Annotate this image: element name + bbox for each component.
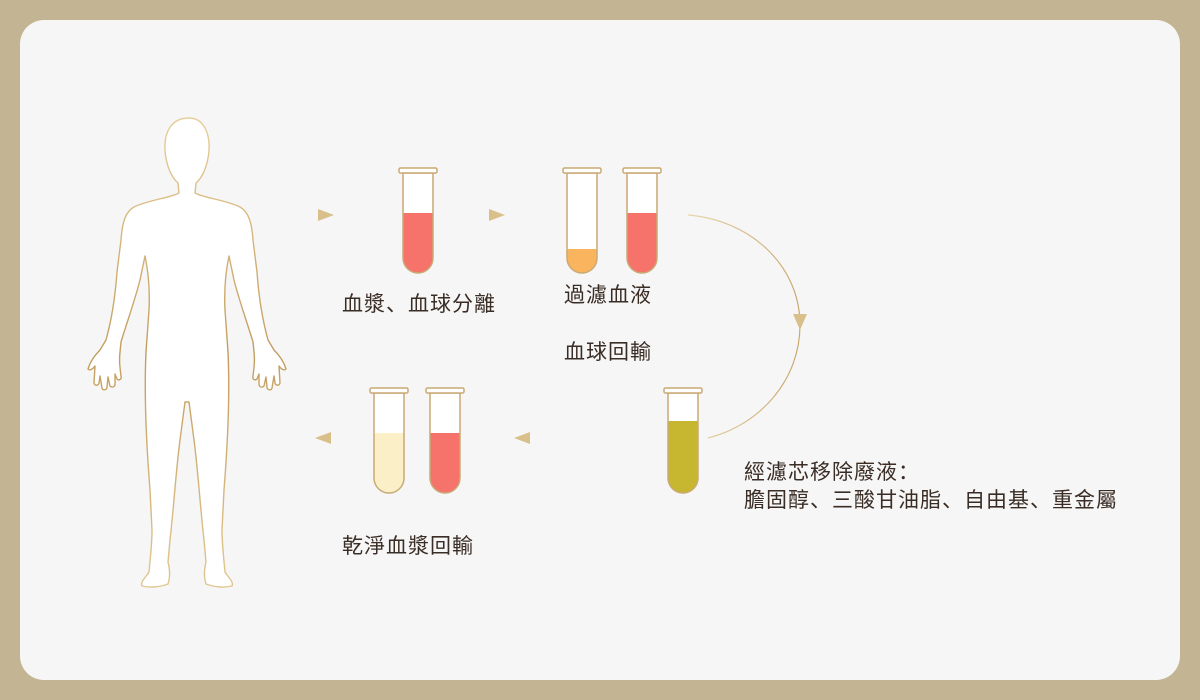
label-cell-return: 血球回輸: [564, 340, 652, 364]
test-tube-clean-plasma: [369, 387, 409, 494]
label-separation: 血漿、血球分離: [342, 292, 496, 316]
label-waste-items: 膽固醇、三酸甘油脂、自由基、重金屬: [744, 488, 1118, 512]
arrow-down-icon: [793, 314, 807, 330]
tube-outline: [429, 392, 461, 494]
human-figure-icon: [87, 117, 287, 588]
tube-outline: [626, 172, 658, 274]
tube-rim: [369, 387, 409, 394]
label-filter-blood: 過濾血液: [564, 283, 652, 307]
test-tubes: [369, 167, 703, 494]
label-waste-title: 經濾芯移除廢液：: [744, 460, 920, 484]
tube-rim: [622, 167, 662, 174]
tube-rim: [425, 387, 465, 394]
tube-outline: [373, 392, 405, 494]
test-tube-filtered-plasma: [562, 167, 602, 274]
tube-outline: [402, 172, 434, 274]
test-tube-separated: [398, 167, 438, 274]
tube-outline: [566, 172, 598, 274]
arrow-right-icon: [489, 209, 505, 221]
label-clean-return: 乾淨血漿回輸: [342, 534, 474, 558]
tube-fill-blood_cells: [403, 213, 433, 273]
tube-fill-clean_plasma: [374, 433, 404, 493]
tube-fill-blood_cells: [627, 213, 657, 273]
test-tube-waste: [663, 387, 703, 494]
test-tube-returned-cells: [425, 387, 465, 494]
tube-outline: [667, 392, 699, 494]
arrow-left-icon: [514, 432, 530, 444]
arrow-left-icon: [315, 432, 331, 444]
tube-rim: [562, 167, 602, 174]
tube-fill-blood_cells: [430, 433, 460, 493]
test-tube-filtered-cells: [622, 167, 662, 274]
flow-arrows: [315, 209, 807, 444]
tube-rim: [398, 167, 438, 174]
tube-fill-waste: [668, 421, 698, 493]
flow-lines: [190, 214, 801, 439]
tube-glass: [567, 173, 597, 273]
flow-curve-to-waste: [687, 214, 801, 439]
tube-rim: [663, 387, 703, 394]
arrow-right-icon: [318, 209, 334, 221]
